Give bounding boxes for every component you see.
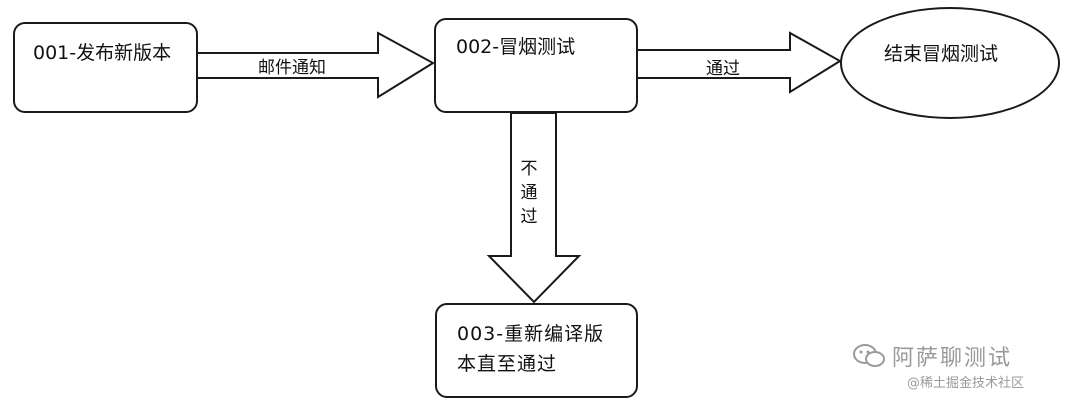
edge-label-fail-char-3: 过 xyxy=(520,207,538,227)
arrow-fail xyxy=(486,112,582,304)
edge-label-mail-notify: 邮件通知 xyxy=(258,58,326,78)
edge-label-pass: 通过 xyxy=(706,59,740,79)
arrow-mail-notify xyxy=(195,31,435,99)
node-rebuild: 003-重新编译版 本直至通过 xyxy=(435,303,638,398)
watermark-main-text: 阿萨聊测试 xyxy=(892,346,1013,371)
node-end-smoke-test-label: 结束冒烟测试 xyxy=(884,43,999,65)
watermark-sub-text: @稀土掘金技术社区 xyxy=(907,376,1025,391)
node-release-label: 001-发布新版本 xyxy=(33,42,172,64)
edge-label-fail-char-1: 不 xyxy=(520,159,538,179)
node-rebuild-label: 003-重新编译版 本直至通过 xyxy=(457,323,605,375)
node-release: 001-发布新版本 xyxy=(13,22,198,113)
node-smoke-test-label: 002-冒烟测试 xyxy=(456,36,576,58)
edge-label-fail-char-2: 通 xyxy=(520,183,538,203)
wechat-logo-icon xyxy=(852,343,886,369)
node-smoke-test: 002-冒烟测试 xyxy=(434,18,638,113)
node-end-smoke-test: 结束冒烟测试 xyxy=(840,7,1060,119)
edge-label-fail: 不 通 过 xyxy=(519,157,539,229)
arrow-pass xyxy=(636,31,842,94)
